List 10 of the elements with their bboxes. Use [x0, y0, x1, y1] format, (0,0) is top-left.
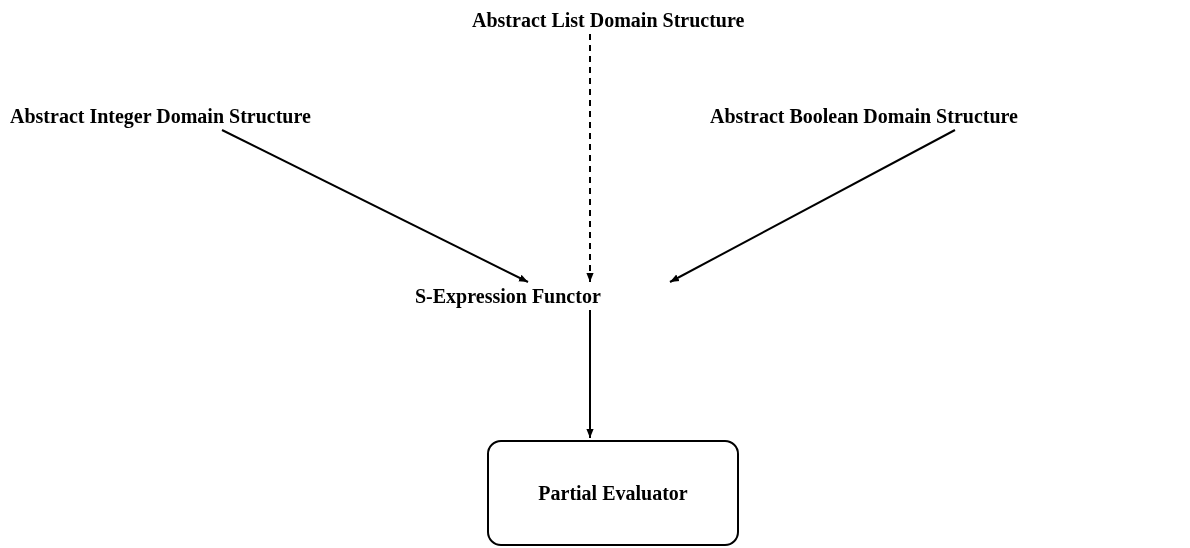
box-label: Partial Evaluator	[538, 481, 688, 505]
node-label: Abstract Boolean Domain Structure	[710, 104, 1018, 128]
node-label: S-Expression Functor	[415, 284, 601, 308]
arrow	[221, 129, 529, 283]
arrow	[586, 33, 594, 283]
arrow	[669, 129, 956, 283]
node-label: Abstract Integer Domain Structure	[10, 104, 311, 128]
node-label: Abstract List Domain Structure	[472, 8, 745, 32]
arrow	[586, 309, 594, 439]
process-box	[487, 440, 739, 546]
